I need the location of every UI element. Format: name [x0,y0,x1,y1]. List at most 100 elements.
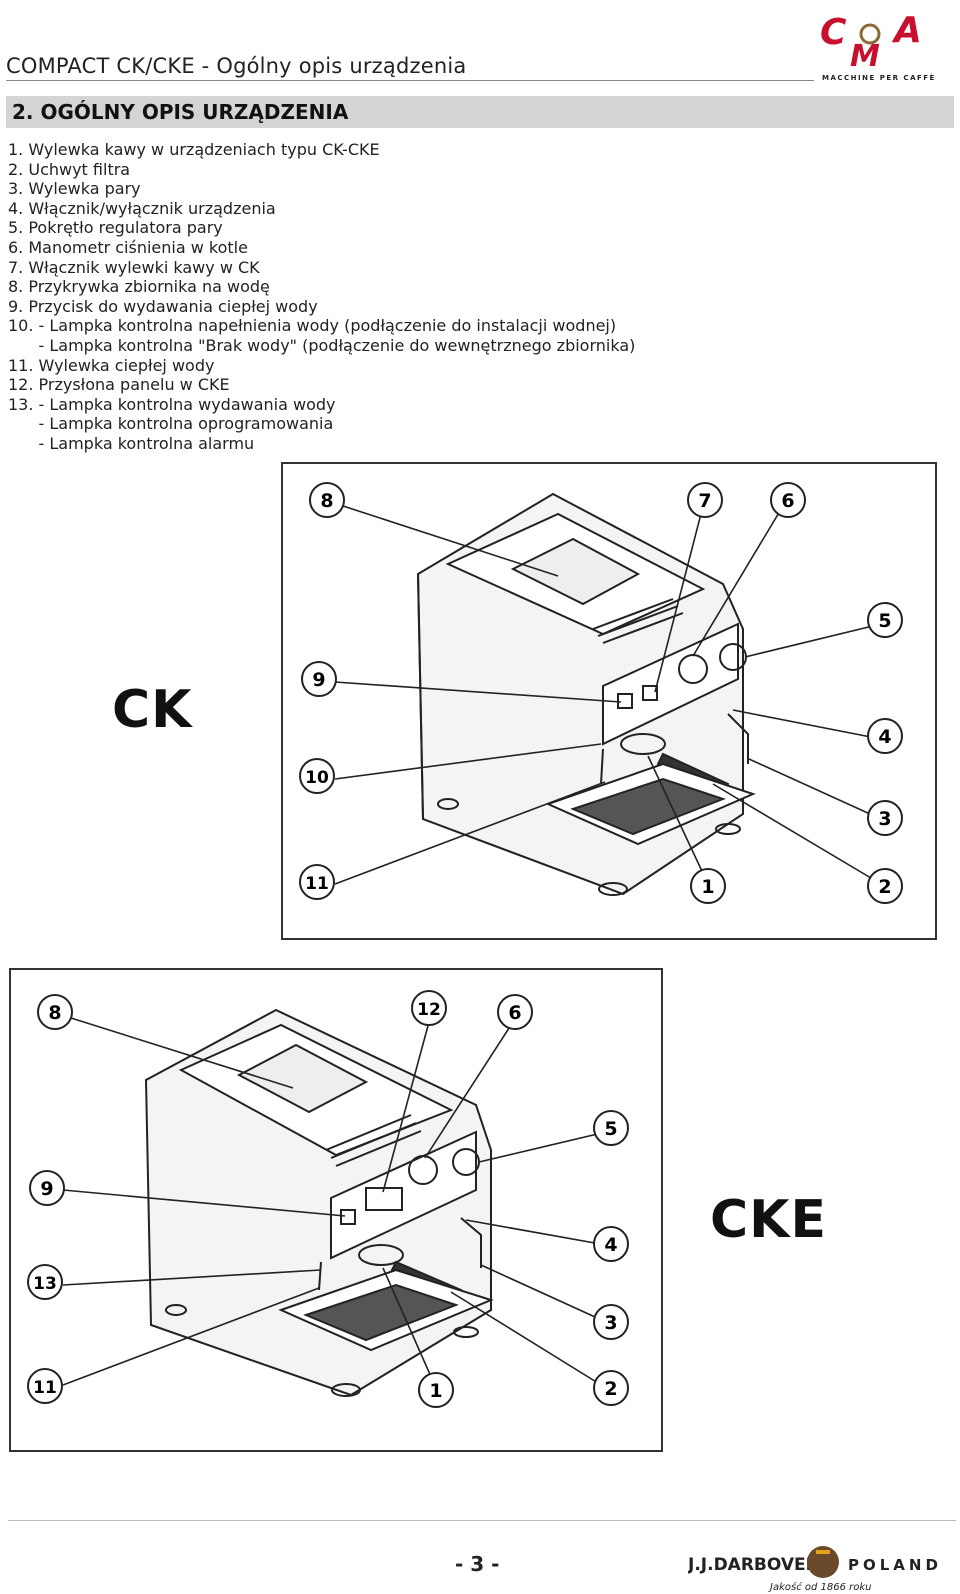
list-item: 4. Włącznik/wyłącznik urządzenia [8,198,276,218]
ck-left-edge [417,573,424,820]
cke-lid [236,1043,369,1114]
ck-control-panel [602,622,739,746]
list-item: 2. Uchwyt filtra [8,159,131,179]
coffee-bean-accent [816,1550,830,1554]
svg-text:3: 3 [878,808,891,830]
callout-2: 2 [867,868,903,904]
logo-letter-a: A [891,10,922,51]
callout-6: 6 [770,482,806,518]
callout-2: 2 [593,1370,629,1406]
callout-6: 6 [497,994,533,1030]
svg-text:4: 4 [878,726,891,748]
ck-drip-grid [570,777,726,836]
cke-vents [325,1114,422,1167]
ck-foot [598,882,628,896]
callout-1: 1 [418,1372,454,1408]
svg-text:4: 4 [604,1234,617,1256]
figure-label-ck: CK [112,680,193,740]
cke-machine-diagram: 8 12 6 5 9 4 13 3 11 1 2 [27,990,629,1408]
cke-hot-water-spout [318,1261,322,1291]
callout-4: 4 [593,1226,629,1262]
list-item: 6. Manometr ciśnienia w kotle [8,237,248,257]
svg-text:1: 1 [429,1380,442,1402]
list-item: 1. Wylewka kawy w urządzeniach typu CK-C… [8,140,380,159]
cke-drip-grid [303,1283,459,1342]
callout-9: 9 [301,661,337,697]
callout-10: 10 [299,758,335,794]
parts-list: 1. Wylewka kawy w urządzeniach typu CK-C… [8,140,635,454]
page-header-title: COMPACT CK/CKE - Ogólny opis urządzenia [6,54,467,78]
list-item: 13. - Lampka kontrolna wydawania wody [8,394,336,414]
section-heading-bar [6,96,954,128]
list-item: 12. Przysłona panelu w CKE [8,375,230,395]
ck-button-7 [642,685,658,701]
callout-5: 5 [867,602,903,638]
cke-foot [165,1304,187,1316]
logo-bean-icon [859,23,881,45]
svg-text:9: 9 [40,1178,53,1200]
list-item: 10. - Lampka kontrolna napełnienia wody … [8,316,617,336]
callout-11: 11 [27,1368,63,1404]
cma-logo: C M A MACCHINE PER CAFFÈ [820,10,936,82]
darboven-logo: J.J.DARBOVEN POLAND Jakość od 1866 roku [688,1546,942,1593]
callout-4: 4 [867,718,903,754]
logo-letter-m: M [850,39,880,74]
callout-11: 11 [299,864,335,900]
list-item: 9. Przycisk do wydawania ciepłej wody [8,296,318,316]
list-item: 5. Pokrętło regulatora pary [8,218,223,238]
ck-steam-wand [727,713,749,764]
callout-9: 9 [29,1170,65,1206]
ck-lid [510,537,641,606]
ck-foot [437,798,459,810]
footer-divider [8,1520,956,1521]
ck-callouts: 8 7 6 5 9 4 10 3 11 1 2 [299,482,903,904]
svg-text:1: 1 [701,876,714,898]
list-item: - Lampka kontrolna alarmu [8,433,255,453]
ck-vents [592,598,684,644]
svg-text:9: 9 [312,669,325,691]
cke-leader-lines [62,1017,607,1389]
svg-text:6: 6 [781,490,794,512]
list-item: 8. Przykrywka zbiornika na wodę [8,277,270,297]
list-item: 11. Wylewka ciepłej wody [8,355,215,375]
ck-group-head [620,733,666,755]
brand-tagline: Jakość od 1866 roku [768,1581,872,1593]
svg-text:6: 6 [508,1002,521,1024]
callout-5: 5 [593,1110,629,1146]
callout-13: 13 [27,1264,63,1300]
figure-cke-frame: 8 12 6 5 9 4 13 3 11 1 2 [9,968,663,1452]
svg-text:2: 2 [604,1378,617,1400]
brand-name: J.J.DARBOVEN [688,1555,820,1575]
svg-text:12: 12 [417,1000,441,1020]
figure-label-cke: CKE [710,1190,827,1250]
svg-text:13: 13 [33,1274,57,1294]
callout-3: 3 [593,1304,629,1340]
ck-machine-diagram: 8 7 6 5 9 4 10 3 11 1 2 [299,482,903,904]
svg-text:10: 10 [305,768,329,788]
ck-foot [715,823,741,835]
cke-foot [453,1326,479,1338]
page-number: - 3 - [455,1552,500,1576]
svg-text:8: 8 [320,490,333,512]
header-divider [6,80,814,81]
logo-subtitle: MACCHINE PER CAFFÈ [822,73,936,82]
cke-steam-wand [460,1217,482,1268]
svg-text:7: 7 [698,490,711,512]
cke-group-head [358,1244,404,1266]
svg-text:3: 3 [604,1312,617,1334]
svg-text:5: 5 [878,610,891,632]
svg-text:11: 11 [305,874,329,894]
cke-foot [331,1383,361,1397]
brand-country: POLAND [848,1556,942,1574]
svg-text:5: 5 [604,1118,617,1140]
list-item: 7. Włącznik wylewki kawy w CK [8,257,260,277]
ck-hot-water-spout [600,748,604,785]
svg-text:11: 11 [33,1378,57,1398]
figure-ck-frame: 8 7 6 5 9 4 10 3 11 1 2 [281,462,937,940]
cke-callouts: 8 12 6 5 9 4 13 3 11 1 2 [27,990,629,1408]
svg-text:8: 8 [48,1002,61,1024]
callout-3: 3 [867,800,903,836]
list-item: 3. Wylewka pary [8,179,141,199]
callout-8: 8 [309,482,345,518]
ck-leader-lines [334,505,882,885]
